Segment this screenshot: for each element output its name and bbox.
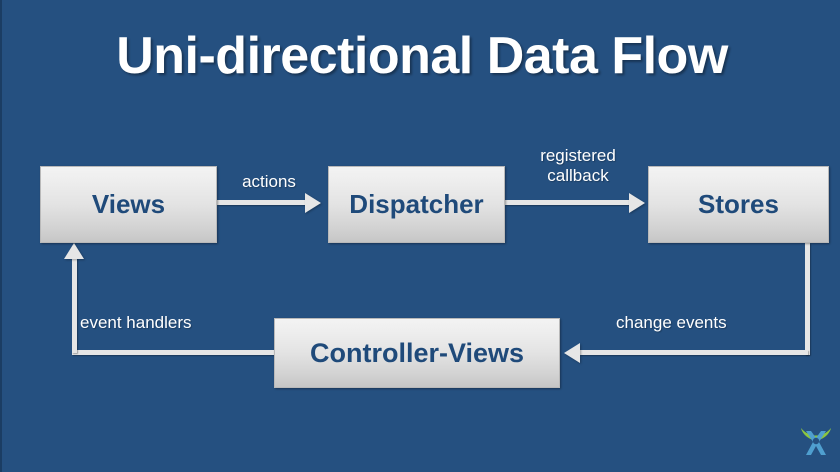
edge-label-registered-callback: registered callback xyxy=(540,146,616,185)
person-lifting-arc-logo xyxy=(797,421,835,463)
edge-label-actions: actions xyxy=(242,172,296,191)
node-stores[interactable]: Stores xyxy=(648,166,829,243)
node-controller-views-label: Controller-Views xyxy=(309,337,525,368)
edge-controller-to-views-vertical xyxy=(72,258,77,353)
node-dispatcher-label: Dispatcher xyxy=(349,189,484,219)
arrow-up-icon-event-handlers xyxy=(64,243,84,259)
edge-controller-to-views-horizontal xyxy=(72,350,278,355)
edge-stores-to-controller-horizontal xyxy=(580,350,808,355)
edge-views-to-dispatcher-line xyxy=(217,200,307,205)
node-views-label: Views xyxy=(91,189,166,219)
edge-label-change-events: change events xyxy=(616,313,727,332)
node-stores-label: Stores xyxy=(698,189,779,219)
arrow-right-icon-registered-callback xyxy=(629,193,645,213)
arrow-left-icon-change-events xyxy=(564,343,580,363)
edge-stores-to-controller-vertical xyxy=(805,243,810,355)
edge-dispatcher-to-stores-line xyxy=(505,200,630,205)
page-title: Uni-directional Data Flow xyxy=(116,27,728,85)
arrow-right-icon-actions xyxy=(305,193,321,213)
node-views[interactable]: Views xyxy=(40,166,217,243)
node-controller-views[interactable]: Controller-Views xyxy=(274,318,560,388)
edge-label-event-handlers: event handlers xyxy=(80,313,192,332)
node-dispatcher[interactable]: Dispatcher xyxy=(328,166,505,243)
